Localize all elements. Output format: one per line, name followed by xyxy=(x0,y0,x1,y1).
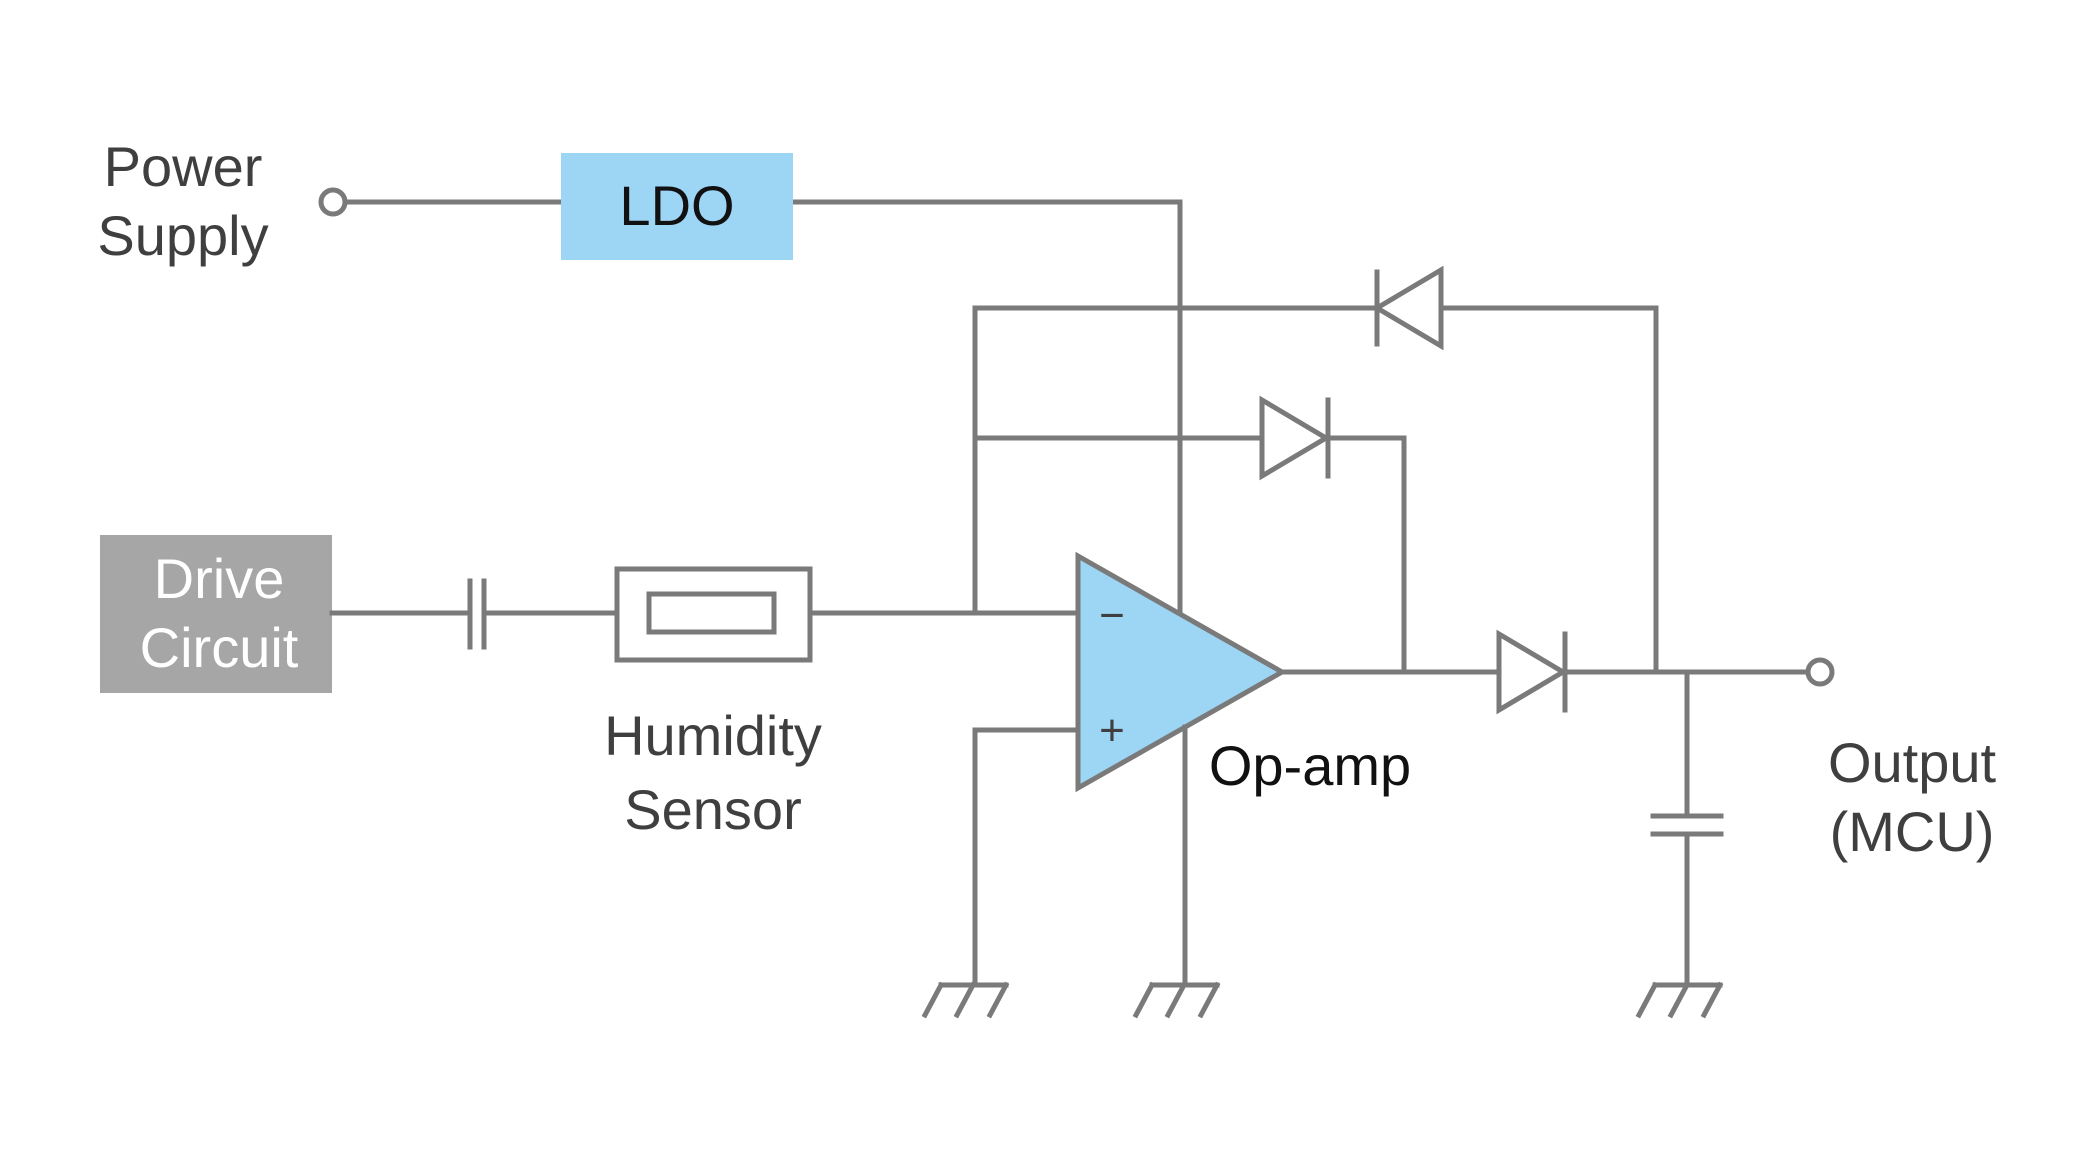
output-label-line1: Output xyxy=(1828,731,1997,794)
ldo-box xyxy=(561,153,793,260)
opamp-label: Op-amp xyxy=(1209,734,1411,797)
power-supply-label-line2: Supply xyxy=(97,204,268,267)
ldo-label: LDO xyxy=(619,174,734,237)
opamp-minus-sign: − xyxy=(1099,591,1125,640)
feedback-diode-forward xyxy=(1259,395,1331,481)
ground-symbol-plus xyxy=(921,981,1010,1019)
humidity-sensor-label-line2: Sensor xyxy=(624,778,801,841)
drive-circuit-box xyxy=(100,535,332,693)
output-diode xyxy=(1496,629,1568,715)
drive-circuit-label-line2: Circuit xyxy=(140,616,299,679)
humidity-sensor-label-line1: Humidity xyxy=(604,704,822,767)
coupling-capacitor xyxy=(467,578,487,650)
opamp-plus-sign: + xyxy=(1099,706,1125,755)
ground-symbol-output xyxy=(1635,981,1724,1019)
humidity-sensor-symbol xyxy=(614,566,813,663)
opamp-triangle xyxy=(1075,551,1288,793)
power-supply-rail xyxy=(344,199,1183,615)
output-label-line2: (MCU) xyxy=(1830,800,1995,863)
ground-symbol-opamp xyxy=(1132,981,1221,1019)
output-path xyxy=(1279,669,1809,988)
feedback-diode-reverse xyxy=(1372,265,1444,351)
power-supply-terminal xyxy=(318,187,348,217)
feedback-network xyxy=(972,305,1659,675)
opamp-plus-ground-path xyxy=(972,724,1188,988)
output-terminal xyxy=(1805,657,1835,687)
output-capacitor xyxy=(1650,813,1724,837)
power-supply-label-line1: Power xyxy=(104,135,263,198)
drive-circuit-label-line1: Drive xyxy=(154,547,285,610)
